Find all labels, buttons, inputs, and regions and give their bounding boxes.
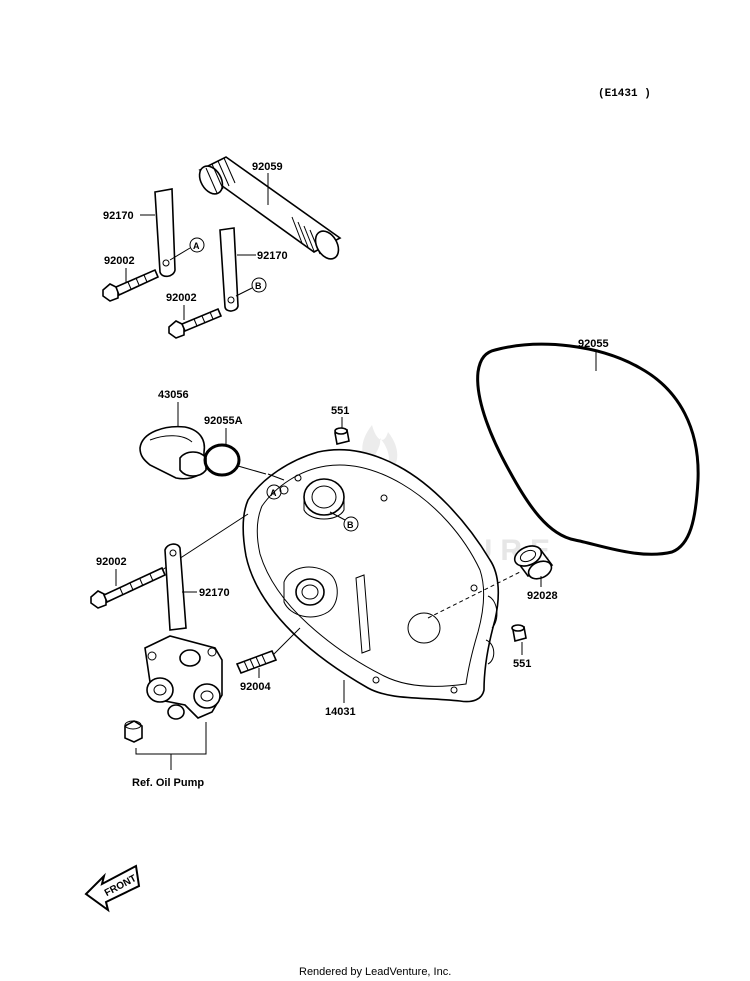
svg-text:B: B — [347, 520, 354, 530]
part-92002-bolt-c — [90, 566, 167, 609]
label-ref-oil-pump: Ref. Oil Pump — [132, 777, 204, 789]
front-direction-arrow: FRONT — [84, 864, 141, 913]
footer-credit: Rendered by LeadVenture, Inc. — [299, 966, 451, 978]
label-92170-c: 92170 — [199, 587, 230, 599]
label-92028: 92028 — [527, 590, 558, 602]
label-92055: 92055 — [578, 338, 609, 350]
label-92002-c: 92002 — [96, 556, 127, 568]
part-551-dowel-a — [334, 427, 350, 445]
part-92170-strap-a — [154, 188, 176, 278]
callout-b-cover — [343, 516, 359, 532]
label-92002-b: 92002 — [166, 292, 197, 304]
part-14031-engine-cover — [242, 448, 500, 703]
part-92170-strap-c — [164, 543, 187, 631]
callout-a-top — [189, 237, 205, 253]
part-92059-pipe — [198, 156, 342, 260]
svg-text:A: A — [270, 488, 277, 498]
label-92170-b: 92170 — [257, 250, 288, 262]
label-14031: 14031 — [325, 706, 356, 718]
part-92170-strap-b — [219, 227, 239, 312]
label-551-a: 551 — [331, 405, 349, 417]
part-92002-bolt-a — [102, 268, 160, 302]
label-92059: 92059 — [252, 161, 283, 173]
part-92004-stud — [235, 649, 278, 675]
label-43056: 43056 — [158, 389, 189, 401]
part-43056-oil-cap — [139, 425, 207, 480]
callout-a-cover — [266, 484, 282, 500]
label-92170-a: 92170 — [103, 210, 134, 222]
part-92002-bolt-b — [168, 307, 223, 339]
callout-b-top — [251, 277, 267, 293]
part-oil-pump — [124, 635, 223, 743]
svg-text:B: B — [255, 281, 262, 291]
svg-text:A: A — [193, 241, 200, 251]
label-92055A: 92055A — [204, 415, 243, 427]
label-92004: 92004 — [240, 681, 271, 693]
diagram-code: (E1431 ) — [598, 88, 651, 100]
label-92002-a: 92002 — [104, 255, 135, 267]
part-92055-gasket — [476, 342, 700, 556]
part-92028-bushing — [513, 545, 554, 580]
label-551-b: 551 — [513, 658, 531, 670]
part-551-dowel-b — [511, 624, 527, 643]
part-92055A-o-ring — [203, 443, 241, 477]
